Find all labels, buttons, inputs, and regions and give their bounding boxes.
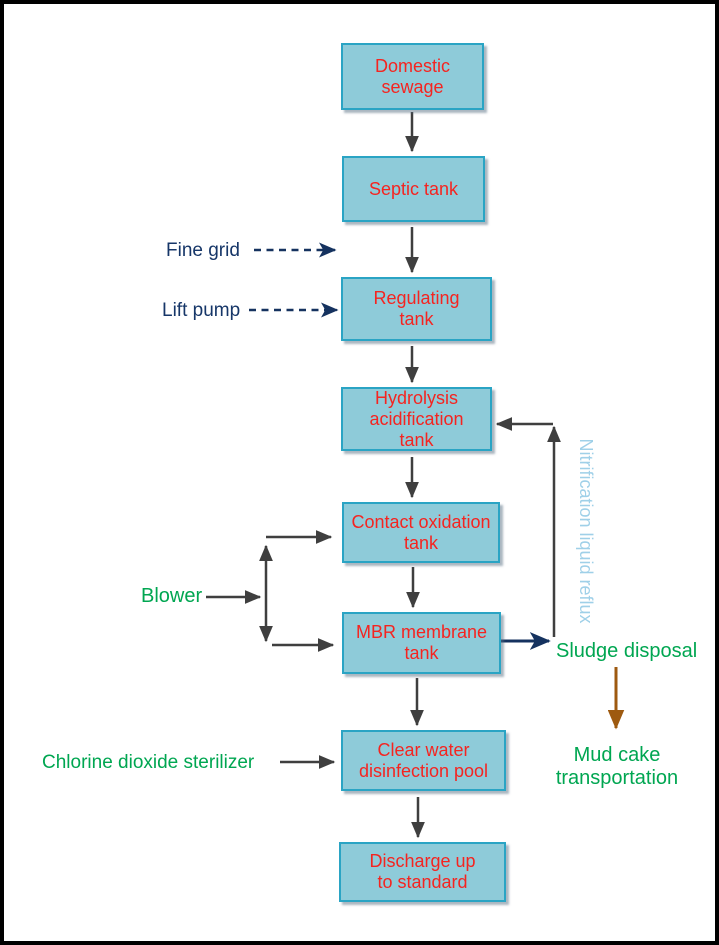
flow-box-label: Clear water disinfection pool — [358, 739, 489, 781]
flow-box-regulating-tank: Regulating tank — [341, 277, 492, 341]
label-nitrification-liquid-reflux: Nitrification liquid reflux — [576, 438, 596, 624]
label-lift-pump: Lift pump — [162, 300, 241, 321]
label-blower: Blower — [141, 585, 203, 607]
flow-box-septic-tank: Septic tank — [342, 156, 485, 222]
flow-box-label: Discharge up to standard — [369, 851, 476, 892]
flow-box-label: Contact oxidation tank — [351, 511, 491, 553]
flow-box-hydrolysis-acidification-tank: Hydrolysis acidification tank — [341, 387, 492, 451]
flow-box-discharge-up-to-standard: Discharge up to standard — [339, 842, 506, 902]
flow-box-contact-oxidation-tank: Contact oxidation tank — [342, 502, 500, 563]
flow-box-clear-water-disinfection-pool: Clear water disinfection pool — [341, 730, 506, 791]
flow-box-label: Septic tank — [368, 178, 459, 199]
label-mud-cake-transportation: Mud cake transportation — [555, 744, 679, 789]
flow-box-domestic-sewage: Domestic sewage — [341, 43, 484, 110]
flow-box-label: Regulating tank — [373, 288, 460, 329]
flow-box-label: Domestic sewage — [374, 55, 450, 97]
label-fine-grid: Fine grid — [166, 240, 240, 261]
flow-box-mbr-membrane-tank: MBR membrane tank — [342, 612, 501, 674]
label-sludge-disposal: Sludge disposal — [556, 640, 698, 662]
label-chlorine-dioxide-sterilizer: Chlorine dioxide sterilizer — [42, 752, 255, 773]
flow-box-label: Hydrolysis acidification tank — [369, 387, 464, 450]
flow-box-label: MBR membrane tank — [355, 622, 488, 663]
